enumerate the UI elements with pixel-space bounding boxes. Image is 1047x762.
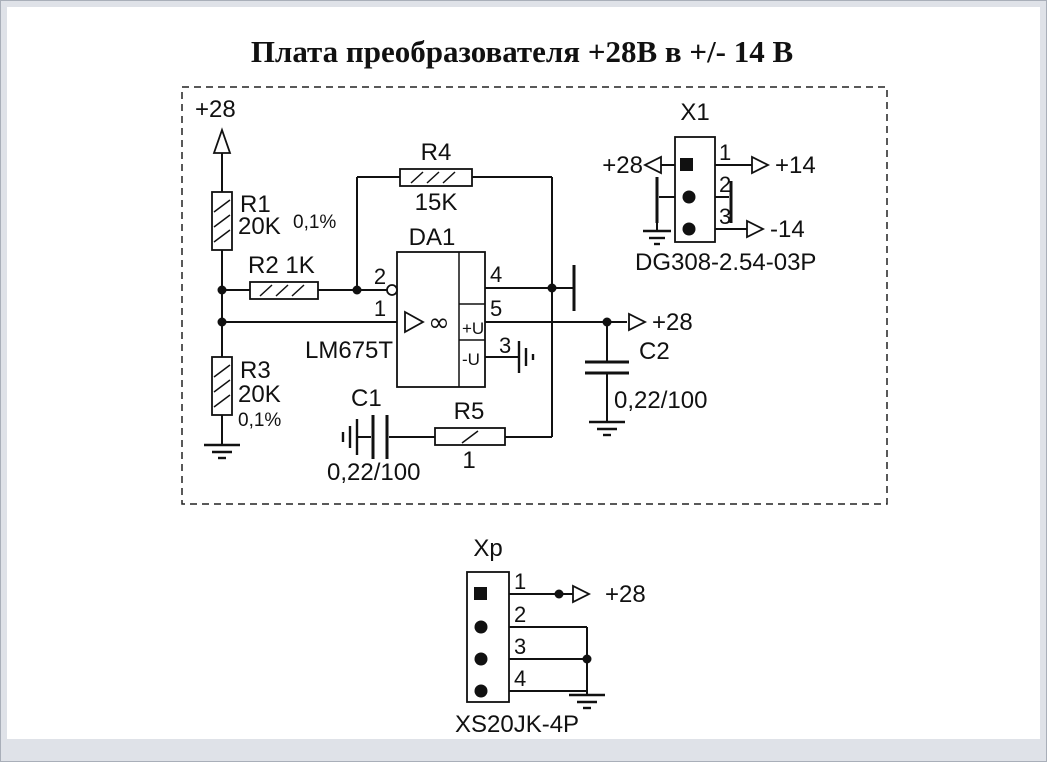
power-mark bbox=[213, 229, 231, 243]
power-mark bbox=[213, 364, 231, 378]
arrow-right-icon bbox=[746, 219, 766, 239]
pin2-circle bbox=[474, 620, 488, 634]
net-label-plus28-top: +28 bbox=[195, 96, 236, 123]
resistor-r3: R3 20K 0,1% bbox=[204, 322, 281, 460]
ground-icon bbox=[589, 420, 625, 437]
da1-vminus-label: -U bbox=[462, 350, 480, 369]
pin3-circle bbox=[474, 652, 488, 666]
r1-value: 20K bbox=[238, 213, 281, 240]
xp-pin2-label: 2 bbox=[514, 602, 526, 627]
pin1-square bbox=[680, 158, 693, 171]
power-mark bbox=[213, 199, 231, 213]
ground-icon bbox=[569, 693, 605, 710]
r3-ref: R3 bbox=[240, 357, 271, 384]
xp-out-label: +28 bbox=[605, 581, 646, 608]
x1-out-plus-label: +14 bbox=[775, 152, 816, 179]
board-outline bbox=[181, 86, 888, 505]
snubber-c1-r5: C1 0,22/100 R5 1 bbox=[327, 385, 552, 486]
junction-dot bbox=[582, 654, 592, 664]
x1-out-minus-label: -14 bbox=[770, 216, 805, 243]
power-mark bbox=[275, 284, 289, 297]
r5-ref: R5 bbox=[454, 398, 485, 425]
resistor-body bbox=[249, 281, 319, 300]
net-label-plus28-out: +28 bbox=[652, 309, 693, 336]
ground-icon bbox=[341, 419, 359, 455]
x1-in-label: +28 bbox=[602, 152, 643, 179]
arrow-left-icon bbox=[642, 155, 662, 175]
c1-ref: C1 bbox=[351, 385, 382, 412]
inverting-input-circle bbox=[386, 284, 398, 296]
power-mark bbox=[259, 284, 273, 297]
capacitor-c2: C2 0,22/100 bbox=[585, 322, 707, 437]
x1-pin2-label: 2 bbox=[719, 172, 731, 197]
da1-ref: DA1 bbox=[409, 224, 456, 251]
pin1-square bbox=[474, 587, 487, 600]
c1-value: 0,22/100 bbox=[327, 459, 420, 486]
opamp-da1: DA1 ∞ 2 1 4 5 3 +U -U LM675T bbox=[305, 224, 627, 388]
power-mark bbox=[213, 394, 231, 408]
resistor-r4: R4 15K bbox=[356, 139, 552, 290]
r3-value: 20K bbox=[238, 381, 281, 408]
r2-ref-value: R2 1K bbox=[248, 252, 315, 279]
da1-pin2-label: 2 bbox=[374, 264, 386, 289]
resistor-r2: R2 1K bbox=[222, 252, 387, 300]
c2-ref: C2 bbox=[639, 338, 670, 365]
r4-ref: R4 bbox=[421, 139, 452, 166]
x1-pin3-label: 3 bbox=[719, 204, 731, 229]
r1-ref: R1 bbox=[240, 191, 271, 218]
connector-xp: Xp 1 2 3 4 +28 XS2 bbox=[455, 535, 646, 738]
arrow-right-icon bbox=[572, 584, 592, 604]
x1-pin1-label: 1 bbox=[719, 140, 731, 165]
r1-tolerance: 0,1% bbox=[293, 212, 336, 233]
ground-icon bbox=[204, 443, 240, 460]
power-mark bbox=[213, 379, 231, 393]
xp-pin4-label: 4 bbox=[514, 666, 526, 691]
arrow-right-icon bbox=[628, 312, 648, 332]
da1-vplus-label: +U bbox=[462, 319, 484, 338]
xp-pin3-label: 3 bbox=[514, 634, 526, 659]
xp-pin1-label: 1 bbox=[514, 569, 526, 594]
arrow-right-icon bbox=[751, 155, 771, 175]
resistor-body bbox=[399, 168, 473, 187]
da1-part: LM675T bbox=[305, 337, 393, 364]
da1-pin3-label: 3 bbox=[499, 333, 511, 358]
pin4-circle bbox=[474, 684, 488, 698]
c2-value: 0,22/100 bbox=[614, 387, 707, 414]
connector-body bbox=[674, 136, 716, 243]
r3-tolerance: 0,1% bbox=[238, 410, 281, 431]
connector-x1: X1 1 2 3 +28 +14 bbox=[602, 99, 816, 276]
r4-value: 15K bbox=[415, 189, 458, 216]
power-input-top: +28 bbox=[195, 96, 236, 192]
junction-dot bbox=[554, 589, 564, 599]
da1-pin5-label: 5 bbox=[490, 296, 502, 321]
amp-triangle-icon bbox=[404, 310, 425, 334]
xp-part: XS20JK-4P bbox=[455, 711, 579, 738]
arrow-up-icon bbox=[212, 127, 232, 154]
infinity-symbol: ∞ bbox=[428, 308, 450, 338]
connector-body bbox=[466, 571, 510, 703]
power-mark bbox=[426, 171, 440, 184]
resistor-r1: R1 20K 0,1% bbox=[211, 191, 336, 251]
pin3-circle bbox=[682, 222, 696, 236]
da1-pin1-label: 1 bbox=[374, 296, 386, 321]
schematic-svg: Плата преобразователя +28В в +/- 14 В +2… bbox=[181, 34, 888, 738]
x1-ref: X1 bbox=[680, 99, 709, 126]
power-mark bbox=[461, 430, 479, 444]
page-title: Плата преобразователя +28В в +/- 14 В bbox=[251, 34, 793, 69]
power-mark bbox=[291, 284, 305, 297]
da1-pin4-label: 4 bbox=[490, 262, 502, 287]
ground-icon bbox=[643, 229, 671, 246]
power-mark bbox=[213, 214, 231, 228]
power-mark bbox=[442, 171, 456, 184]
schematic-canvas: Плата преобразователя +28В в +/- 14 В +2… bbox=[7, 7, 1040, 739]
x1-part: DG308-2.54-03P bbox=[635, 249, 816, 276]
r5-value: 1 bbox=[462, 447, 475, 474]
pin2-circle bbox=[682, 190, 696, 204]
output-plus28: +28 bbox=[628, 309, 693, 336]
ground-icon bbox=[517, 341, 535, 373]
power-mark bbox=[410, 171, 424, 184]
xp-ref: Xp bbox=[473, 535, 502, 562]
